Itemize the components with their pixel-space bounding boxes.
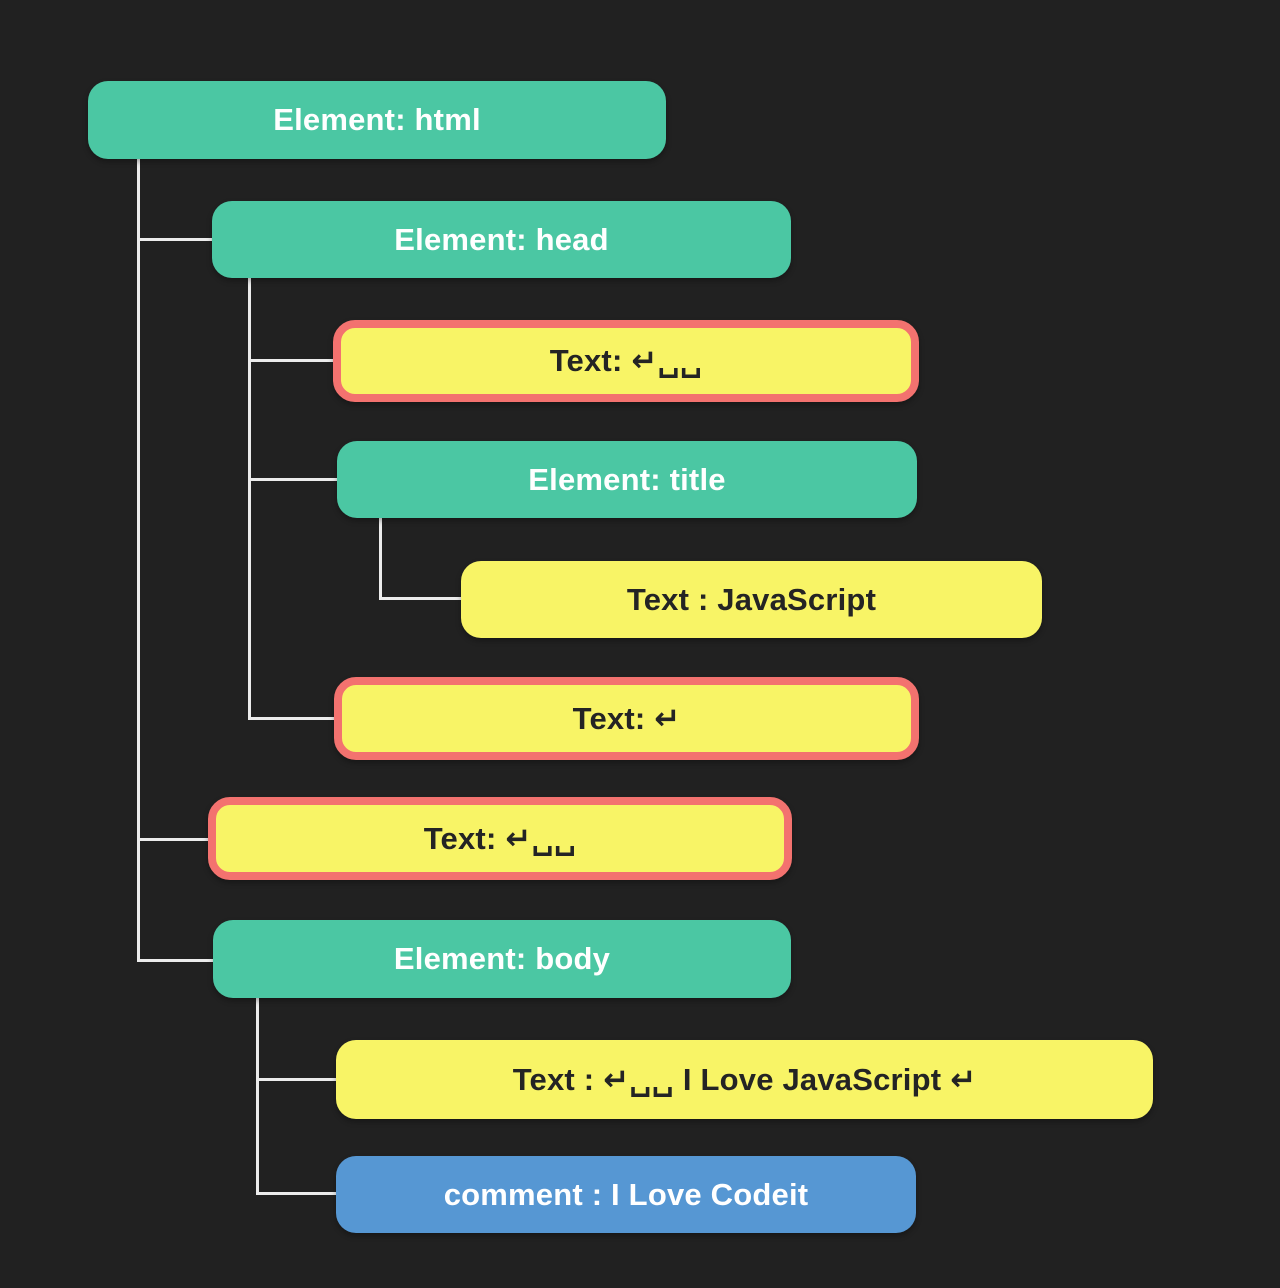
connector-html-text (137, 838, 209, 841)
node-element-title-label: Element: title (528, 461, 726, 497)
node-text-newline-spaces-1-label: Text: ↵␣␣ (549, 343, 703, 378)
node-element-html-label: Element: html (273, 102, 481, 137)
node-text-i-love-javascript-label: Text : ↵␣␣ I Love JavaScript ↵ (512, 1061, 977, 1097)
node-text-javascript: Text : JavaScript (461, 561, 1042, 638)
connector-body-trunk (256, 997, 259, 1195)
node-element-body: Element: body (213, 920, 791, 998)
node-element-html: Element: html (88, 81, 666, 159)
node-element-body-label: Element: body (393, 941, 611, 976)
node-comment-i-love-codeit-label: comment : I Love Codeit (443, 1176, 809, 1212)
node-text-newline-spaces-1: Text: ↵␣␣ (333, 320, 919, 402)
connector-head-trunk (248, 278, 251, 720)
connector-html-head (137, 238, 213, 241)
connector-head-text2 (248, 717, 335, 720)
node-text-newline-spaces-2-label: Text: ↵␣␣ (423, 820, 577, 856)
connector-head-text1 (248, 359, 334, 362)
connector-head-title (248, 478, 338, 481)
node-text-javascript-label: Text : JavaScript (626, 581, 877, 617)
node-element-head: Element: head (212, 201, 791, 278)
connector-title-text (379, 597, 462, 600)
node-text-newline-spaces-2: Text: ↵␣␣ (208, 797, 792, 880)
node-comment-i-love-codeit: comment : I Love Codeit (336, 1156, 916, 1233)
node-text-newline: Text: ↵ (334, 677, 919, 760)
connector-body-text (256, 1078, 337, 1081)
node-text-i-love-javascript: Text : ↵␣␣ I Love JavaScript ↵ (336, 1040, 1153, 1119)
node-text-newline-label: Text: ↵ (572, 700, 681, 736)
connector-body-comment (256, 1192, 337, 1195)
node-element-title: Element: title (337, 441, 917, 518)
connector-html-trunk (137, 158, 140, 962)
node-element-head-label: Element: head (394, 221, 609, 257)
connector-html-body (137, 959, 214, 962)
connector-title-trunk (379, 518, 382, 600)
